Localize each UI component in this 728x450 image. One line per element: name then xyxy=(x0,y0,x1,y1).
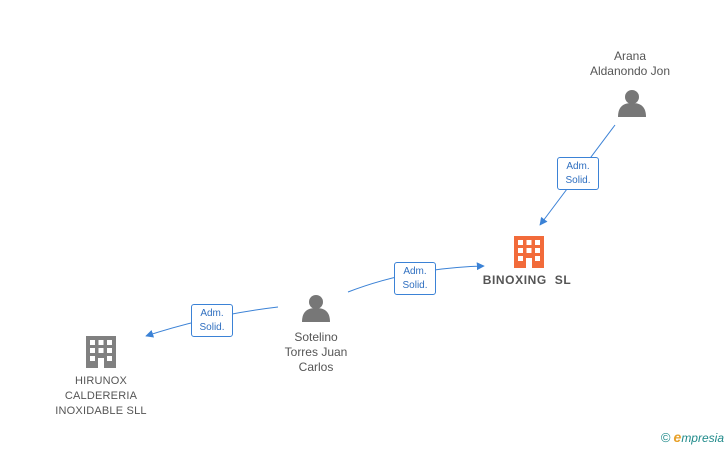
edge-label-arana-binoxing: Adm. Solid. xyxy=(557,157,599,190)
person-icon[interactable] xyxy=(302,295,330,322)
node-label-arana[interactable]: Arana Aldanondo Jon xyxy=(589,49,671,78)
edge-label-line2: Solid. xyxy=(565,175,591,186)
brand-name: mpresia xyxy=(681,431,724,445)
edge-label-sotelino-binoxing: Adm. Solid. xyxy=(394,262,436,295)
person-icon[interactable] xyxy=(618,90,646,117)
node-label-binoxing[interactable]: BINOXING SL xyxy=(482,273,572,287)
edge-label-line2: Solid. xyxy=(402,280,428,291)
edge-label-line1: Adm. xyxy=(566,161,590,172)
brand-e: e xyxy=(673,429,682,445)
edge-label-line2: Solid. xyxy=(199,322,225,333)
brand-logo[interactable]: ©empresia xyxy=(661,429,724,445)
node-label-hirunox[interactable]: HIRUNOX CALDERERIA INOXIDABLE SLL xyxy=(55,375,147,417)
edge-label-line1: Adm. xyxy=(403,266,427,277)
edge-label-sotelino-hirunox: Adm. Solid. xyxy=(191,304,233,337)
node-label-sotelino[interactable]: Sotelino Torres Juan Carlos xyxy=(284,330,348,374)
building-icon[interactable] xyxy=(514,236,544,268)
building-icon[interactable] xyxy=(86,336,116,368)
copyright-symbol: © xyxy=(660,430,671,445)
edge-label-line1: Adm. xyxy=(200,308,224,319)
